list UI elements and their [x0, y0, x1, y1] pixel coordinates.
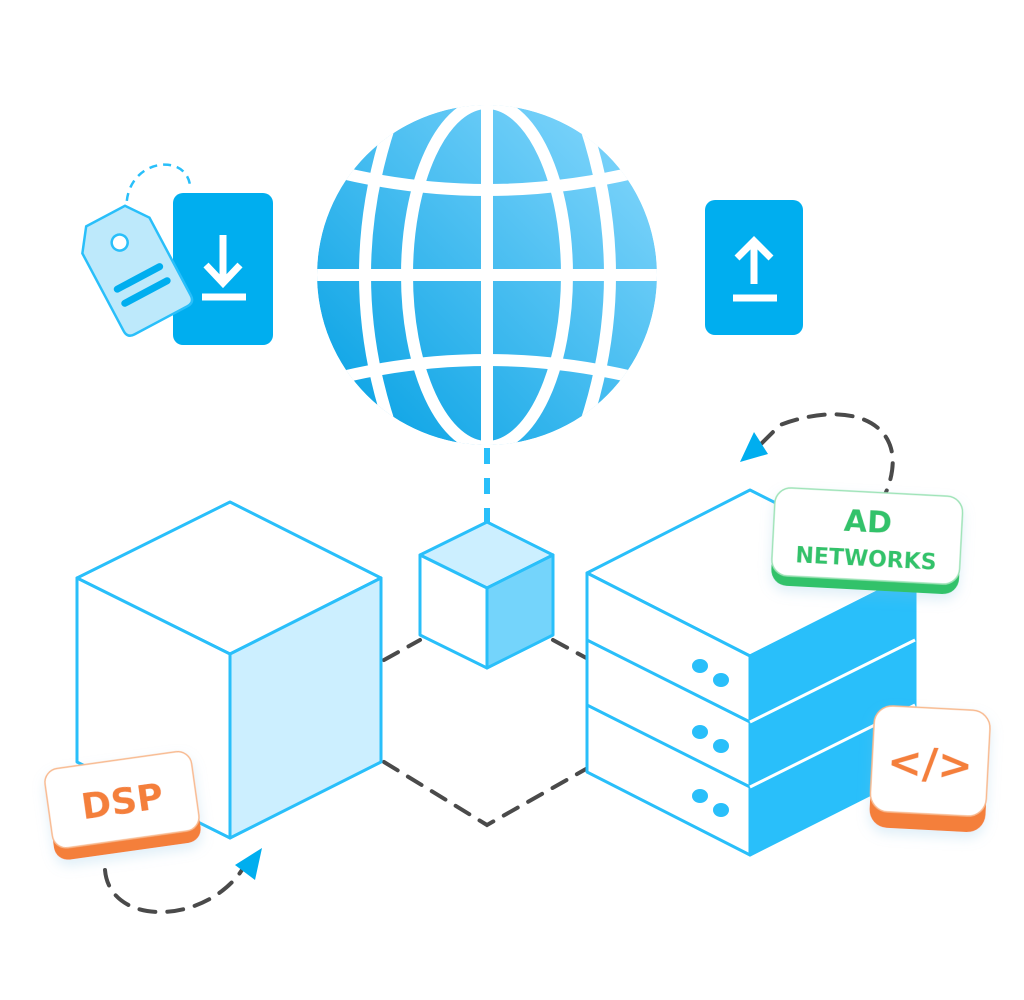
code-icon: </>	[886, 737, 974, 790]
download-card	[173, 193, 273, 345]
ad-networks-badge: AD NETWORKS	[771, 487, 964, 595]
upload-card	[705, 200, 803, 335]
code-badge: </>	[869, 705, 991, 833]
ad-networks-arrowhead-icon	[740, 432, 768, 462]
dsp-curve-arrow-path	[103, 858, 250, 914]
download-icon	[202, 235, 246, 301]
upload-icon	[733, 236, 777, 302]
price-tag-icon	[81, 163, 194, 337]
connection-lines	[103, 412, 895, 914]
ad-networks-curve-arrow-path	[758, 412, 895, 507]
dsp-badge: DSP	[44, 750, 201, 860]
ad-networks-label-line1: AD	[843, 504, 893, 541]
center-cube	[418, 520, 555, 670]
connector-small-cube-to-server	[551, 638, 592, 662]
connector-left-cube-to-small-cube	[382, 638, 422, 662]
globe-icon	[317, 105, 657, 445]
dsp-arrowhead-icon	[235, 848, 262, 880]
server-led-icon	[692, 659, 729, 817]
connector-left-cube-bottom	[382, 728, 657, 828]
